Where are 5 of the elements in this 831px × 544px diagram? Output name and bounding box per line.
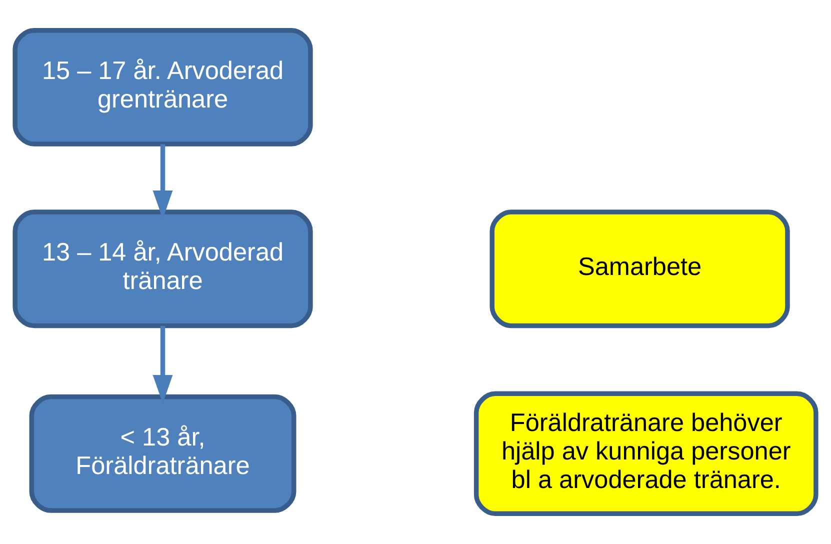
node-box: 15 – 17 år. Arvoderad grentränare: [12, 28, 313, 146]
node-box: < 13 år, Föräldratränare: [29, 394, 296, 513]
node-box: Föräldratränare behöver hjälp av kunniga personer bl a arvoderade tränare.: [474, 391, 818, 516]
node-box: Samarbete: [490, 210, 790, 328]
node-box: 13 – 14 år, Arvoderad tränare: [12, 210, 313, 328]
